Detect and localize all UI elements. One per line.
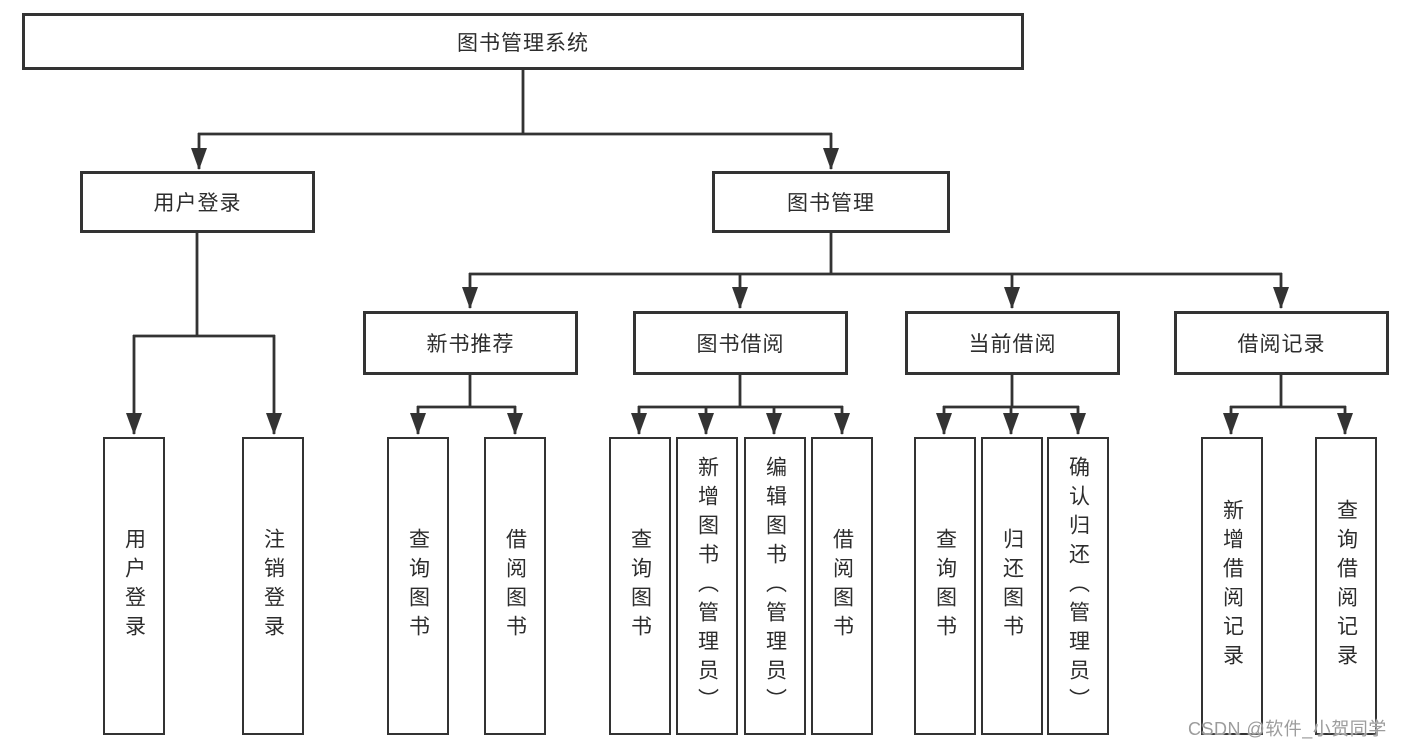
leaf-query-borrow-record-label: 查询借阅记录	[1334, 499, 1358, 673]
node-borrowing-records: 借阅记录	[1174, 311, 1389, 375]
leaf-query-books-label: 查询图书	[406, 528, 430, 644]
leaf-query-books-3-label: 查询图书	[933, 528, 957, 644]
node-book-management: 图书管理	[712, 171, 950, 233]
leaf-logout: 注销登录	[242, 437, 304, 735]
leaf-query-books: 查询图书	[387, 437, 449, 735]
node-book-borrowing: 图书借阅	[633, 311, 848, 375]
leaf-query-books-3: 查询图书	[914, 437, 976, 735]
leaf-add-book-admin: 新增图书（管理员）	[676, 437, 738, 735]
leaf-confirm-return-admin: 确认归还（管理员）	[1047, 437, 1109, 735]
leaf-logout-label: 注销登录	[261, 528, 285, 644]
node-user-login: 用户登录	[80, 171, 315, 233]
root-node-label: 图书管理系统	[457, 31, 589, 55]
leaf-borrow-books: 借阅图书	[484, 437, 546, 735]
leaf-add-borrow-record: 新增借阅记录	[1201, 437, 1263, 735]
node-borrowing-records-label: 借阅记录	[1237, 333, 1326, 356]
watermark: CSDN @软件_小贺同学	[1188, 719, 1387, 739]
leaf-query-borrow-record: 查询借阅记录	[1315, 437, 1377, 735]
node-current-borrowing-label: 当前借阅	[968, 333, 1057, 356]
leaf-user-login-label: 用户登录	[122, 528, 146, 644]
leaf-return-books-label: 归还图书	[1000, 528, 1024, 644]
leaf-borrow-books-label: 借阅图书	[503, 528, 527, 644]
leaf-query-books-2-label: 查询图书	[628, 528, 652, 644]
leaf-add-book-admin-label: 新增图书（管理员）	[695, 455, 719, 717]
node-new-book-recommend: 新书推荐	[363, 311, 578, 375]
leaf-borrow-books-2: 借阅图书	[811, 437, 873, 735]
root-node-library-system: 图书管理系统	[22, 13, 1024, 70]
leaf-return-books: 归还图书	[981, 437, 1043, 735]
leaf-user-login: 用户登录	[103, 437, 165, 735]
leaf-borrow-books-2-label: 借阅图书	[830, 528, 854, 644]
node-current-borrowing: 当前借阅	[905, 311, 1120, 375]
leaf-query-books-2: 查询图书	[609, 437, 671, 735]
leaf-add-borrow-record-label: 新增借阅记录	[1220, 499, 1244, 673]
node-user-login-label: 用户登录	[153, 192, 242, 215]
node-book-borrowing-label: 图书借阅	[696, 333, 785, 356]
leaf-confirm-return-admin-label: 确认归还（管理员）	[1066, 455, 1090, 717]
leaf-edit-book-admin: 编辑图书（管理员）	[744, 437, 806, 735]
leaf-edit-book-admin-label: 编辑图书（管理员）	[763, 455, 787, 717]
node-book-management-label: 图书管理	[787, 192, 875, 215]
node-new-book-recommend-label: 新书推荐	[426, 333, 515, 356]
